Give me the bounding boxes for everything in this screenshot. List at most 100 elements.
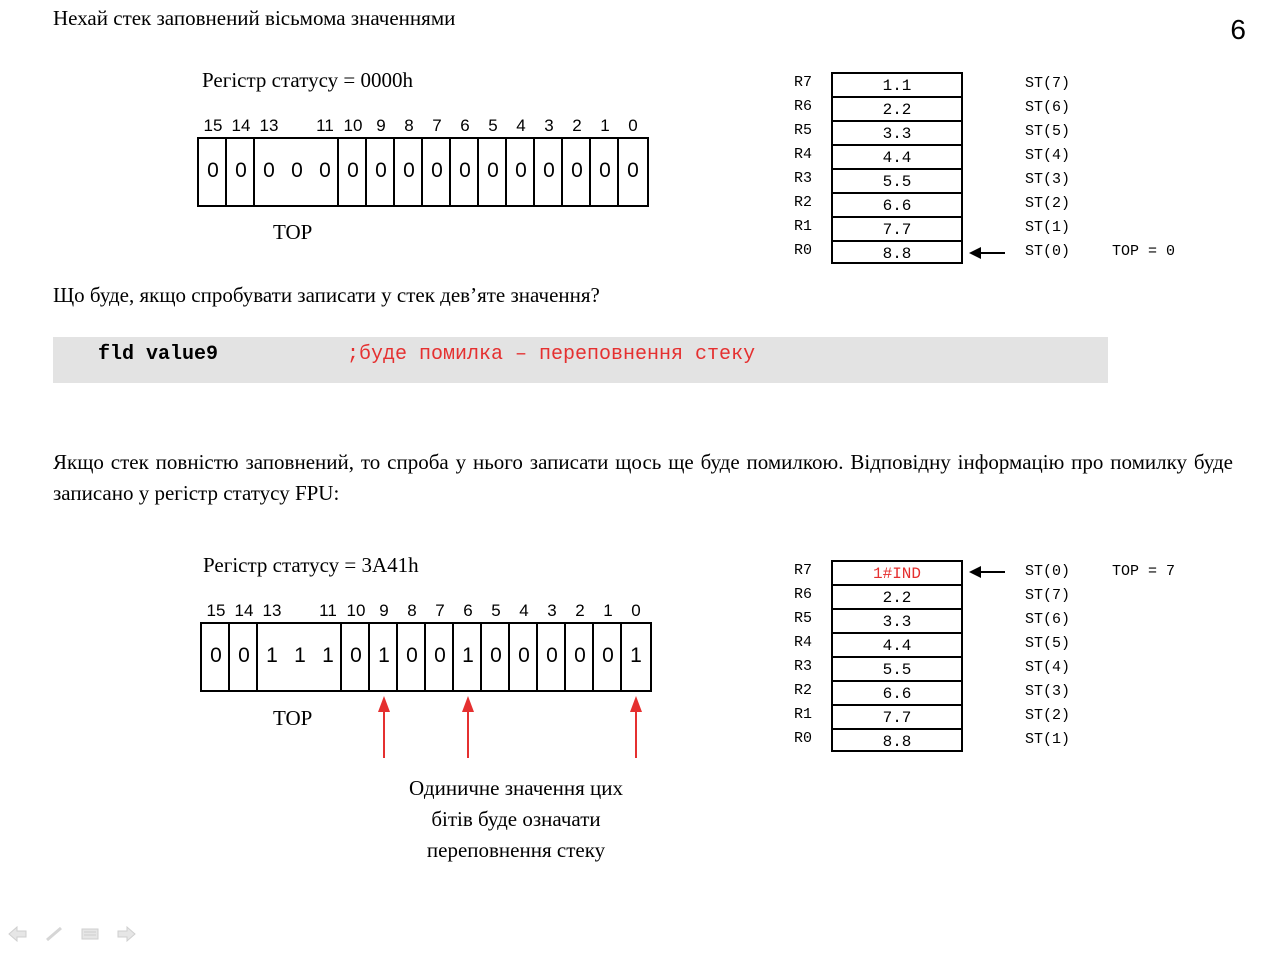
stack2-register-name: R4 [794,634,813,651]
register-before-bit-number-3: 3 [544,116,554,135]
register-after-bit-value: 0 [210,644,222,667]
stack2-st-name: ST(6) [1025,611,1071,628]
stack-before-pointer-icon [969,247,1005,259]
stack2-st-name: ST(4) [1025,659,1071,676]
caption-line: переповнення стеку [426,838,606,862]
stack1-cell-r6: 2.2 [833,98,961,122]
register-after-bit-value: 0 [518,644,530,667]
register-after-bit-7: 0 [426,624,454,690]
code-block: fld value9 ;буде помилка – переповнення … [53,337,1108,383]
register-before-bit-value: 0 [571,159,583,182]
code-instruction: fld value9 [98,343,219,366]
register-before-bit-15: 0 [199,139,227,205]
register-before-bit-number-7: 7 [432,116,442,135]
stack2-st-name: ST(3) [1025,683,1071,700]
register-after-bit-number-6: 6 [463,601,473,620]
stack-before-top-value: TOP = 0 [1112,243,1176,260]
register-before-bit-value: 0 [291,159,303,182]
register-before-bit-number-4: 4 [516,116,526,135]
menu-icon[interactable] [80,926,100,947]
register-after-bit-number-1: 1 [603,601,613,620]
stack2-st-name: ST(1) [1025,731,1071,748]
register-after-bit-value: 0 [406,644,418,667]
caption-line: Одиничне значення цих [409,776,623,800]
stack2-register-name: R6 [794,586,813,603]
register-before-bit-value: 0 [207,159,219,182]
stack2-cell-r1: 7.7 [833,706,961,730]
register-before-bit-6: 0 [451,139,479,205]
register-after-bit-number-0: 0 [631,601,641,620]
back-arrow-icon[interactable] [8,925,28,947]
register-after-bit-number-15: 15 [206,601,226,620]
register-after-bit-15: 0 [202,624,230,690]
register-after-bit-14: 0 [230,624,258,690]
register-before-bit-number-9: 9 [376,116,386,135]
register-before-bit-value: 0 [543,159,555,182]
stack1-st-name: ST(6) [1025,99,1071,116]
register-before-bit-8: 0 [395,139,423,205]
register-before-bit-value: 0 [235,159,247,182]
register-after-bit-number-11: 11 [319,601,337,620]
stack2-cell-r5: 3.3 [833,610,961,634]
register-before-bit-value: 0 [263,159,275,182]
stack1-st-name: ST(2) [1025,195,1071,212]
stack2-register-name: R7 [794,562,813,579]
stack-after-st-names: ST(0)ST(7)ST(6)ST(5)ST(4)ST(3)ST(2)ST(1) [1025,560,1095,752]
slide-navigation [8,925,148,947]
question: Що буде, якщо спробувати записати у стек… [53,283,600,307]
register-before-title: Регістр статусу = 0000h [202,68,413,92]
register-after-bit-value: 1 [630,644,642,667]
register-after-bit-number-4: 4 [519,601,529,620]
stack1-st-name: ST(3) [1025,171,1071,188]
register-after-bit-2: 0 [566,624,594,690]
register-after-bit-value: 0 [490,644,502,667]
stack1-st-name: ST(0) [1025,243,1071,260]
register-before-bit-number-1: 1 [600,116,610,135]
register-after-bit-value: 1 [378,644,390,667]
stack1-cell-r4: 4.4 [833,146,961,170]
stack1-cell-r3: 5.5 [833,170,961,194]
stack1-cell-r5: 3.3 [833,122,961,146]
stack2-cell-r6: 2.2 [833,586,961,610]
register-after-bit-value: 1 [462,644,474,667]
register-before-bit-1: 0 [591,139,619,205]
register-after-bit-8: 0 [398,624,426,690]
register-before-bit-value: 0 [627,159,639,182]
register-before-bit-value: 0 [459,159,471,182]
register-before-bit-number-14: 14 [231,116,251,135]
register-after-bit-number-14: 14 [234,601,254,620]
register-after-bit-number-8: 8 [407,601,417,620]
register-after-bit-value: 0 [238,644,250,667]
pen-icon[interactable] [44,926,64,947]
overflow-bit-arrows [378,696,642,758]
register-before-bit-10: 0 [339,139,367,205]
forward-arrow-icon[interactable] [116,925,136,947]
register-after-bit-value: 0 [574,644,586,667]
stack-after-top-value: TOP = 7 [1112,563,1176,580]
stack1-st-name: ST(5) [1025,123,1071,140]
register-after-bit-1: 0 [594,624,622,690]
register-before-bit-value: 0 [431,159,443,182]
register-before-bit-2: 0 [563,139,591,205]
stack2-cell-r4: 4.4 [833,634,961,658]
register-after-bit-number-2: 2 [575,601,585,620]
register-after-bit-number-5: 5 [491,601,501,620]
code-comment: ;буде помилка – переповнення стеку [347,343,756,366]
register-before-bit-number-0: 0 [628,116,638,135]
register-before-bit-4: 0 [507,139,535,205]
register-after-bit-5: 0 [482,624,510,690]
register-before-bit-value: 0 [347,159,359,182]
register-before-bit-7: 0 [423,139,451,205]
stack1-register-name: R5 [794,122,813,139]
register-before-bit-value: 0 [515,159,527,182]
register-after-bit-0: 1 [622,624,650,690]
stack2-st-name: ST(0) [1025,563,1071,580]
register-after-bit-number-3: 3 [547,601,557,620]
